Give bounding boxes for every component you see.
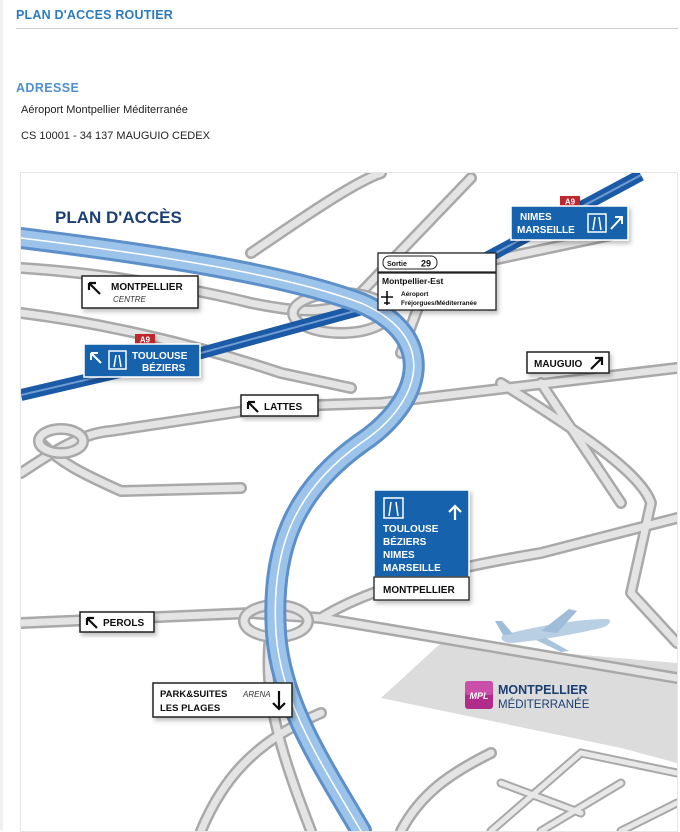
sign-exit-29: Sortie 29 Montpellier-Est Aéroport Fréjo…	[377, 252, 497, 311]
map-title: PLAN D'ACCÈS	[55, 208, 182, 227]
airport-logo-line2: MÉDITERRANÉE	[498, 698, 590, 711]
sign-mauguio-label: MAUGUIO	[534, 359, 583, 370]
sign-blue-line3: NIMES	[383, 550, 415, 561]
exit-destination: Montpellier-Est	[382, 276, 444, 286]
sign-montpellier-line2: CENTRE	[113, 295, 147, 304]
sign-nimes-marseille: A9 NIMES MARSEILLE	[510, 196, 629, 241]
address-heading: ADRESSE	[16, 81, 80, 95]
sign-lattes-label: LATTES	[264, 402, 302, 413]
sign-blue-footer: MONTPELLIER	[383, 585, 455, 596]
sign-toulouse-line2: BÉZIERS	[142, 361, 186, 374]
sign-nimes-line2: MARSEILLE	[517, 225, 575, 236]
sign-park-line2: LES PLAGES	[160, 703, 220, 714]
sign-toulouse-line1: TOULOUSE	[132, 351, 188, 362]
exit-airport-line2: Fréjorgues/Méditerranée	[401, 300, 477, 307]
sign-montpellier-line1: MONTPELLIER	[111, 282, 183, 293]
exit-number: 29	[421, 259, 431, 269]
arrow-down-icon	[272, 691, 286, 711]
sign-toulouse-beziers: A9 TOULOUSE BÉZIERS	[83, 334, 201, 378]
a9-badge	[560, 196, 580, 206]
arrow-up-right-icon	[610, 216, 623, 230]
arrow-up-left-icon-2	[87, 281, 101, 295]
motorway-icon-2	[108, 350, 127, 370]
access-map: PLAN D'ACCÈS A9 NIMES MARSEILLE A9 TOULO…	[20, 172, 678, 832]
sign-perols-label: PEROLS	[103, 618, 144, 629]
access-map-svg: PLAN D'ACCÈS A9 NIMES MARSEILLE A9 TOULO…	[21, 173, 677, 831]
sign-montpellier-centre: MONTPELLIER CENTRE	[81, 275, 199, 309]
page-title: PLAN D'ACCES ROUTIER	[16, 8, 173, 22]
arrow-up-right-icon-2	[590, 356, 604, 370]
airport-zone	[381, 643, 677, 763]
sign-blue-line1: TOULOUSE	[383, 524, 439, 535]
sign-blue-direction: TOULOUSE BÉZIERS NIMES MARSEILLE MONTPEL…	[373, 489, 470, 601]
sign-blue-line4: MARSEILLE	[383, 563, 441, 574]
sign-park-suites: PARK&SUITES ARENA LES PLAGES	[152, 682, 293, 718]
left-border	[0, 0, 3, 830]
a9-badge-label-2: A9	[140, 336, 151, 345]
arrow-up-left-icon-4	[85, 616, 98, 629]
sign-perols: PEROLS	[79, 611, 155, 633]
airplane-illustration	[495, 609, 611, 652]
sign-park-arena: ARENA	[242, 690, 271, 699]
sign-blue-line2: BÉZIERS	[383, 535, 427, 548]
title-divider	[16, 28, 678, 29]
arrow-up-icon	[448, 504, 462, 520]
airport-logo: MPL MONTPELLIER MÉDITERRANÉE	[465, 681, 590, 711]
sign-mauguio: MAUGUIO	[526, 351, 610, 374]
sign-park-line1: PARK&SUITES	[160, 689, 227, 700]
sign-lattes: LATTES	[240, 394, 319, 417]
motorway-icon	[587, 213, 607, 233]
exit-sortie-label: Sortie	[387, 261, 407, 268]
a9-badge-label: A9	[565, 198, 576, 207]
airport-logo-badge: MPL	[470, 691, 489, 701]
motorway-icon-3	[383, 497, 404, 519]
address-line-1: Aéroport Montpellier Méditerranée	[21, 104, 188, 116]
exit-airport-line1: Aéroport	[401, 291, 429, 298]
airplane-icon	[381, 291, 393, 305]
address-line-2: CS 10001 - 34 137 MAUGUIO CEDEX	[21, 130, 210, 142]
arrow-up-left-icon-3	[246, 400, 259, 413]
arrow-up-left-icon	[90, 352, 102, 364]
airport-logo-line1: MONTPELLIER	[498, 683, 588, 697]
sign-nimes-line1: NIMES	[520, 212, 552, 223]
